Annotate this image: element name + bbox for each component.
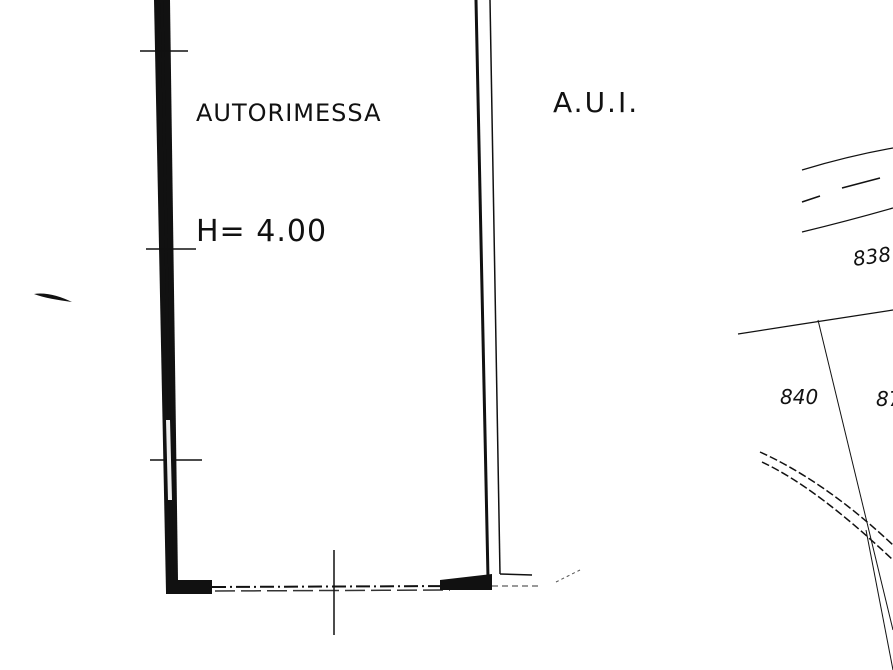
room-name-label: AUTORIMESSA bbox=[196, 99, 382, 127]
site-boundary-lines bbox=[737, 147, 893, 631]
parcel-label-838: 838 bbox=[851, 242, 892, 271]
adjacent-area-label: A.U.I. bbox=[553, 86, 639, 119]
garage-bottom-wall bbox=[166, 574, 492, 594]
garage-right-wall bbox=[474, 0, 581, 587]
wall-tick-marks bbox=[140, 50, 202, 501]
ink-smudge bbox=[34, 293, 72, 302]
room-height-label: H= 4.00 bbox=[196, 214, 327, 249]
parcel-label-87: 87 bbox=[876, 387, 893, 411]
parcel-label-840: 840 bbox=[780, 385, 818, 409]
garage-left-wall bbox=[154, 0, 178, 593]
road-dashed-lines bbox=[759, 451, 893, 670]
